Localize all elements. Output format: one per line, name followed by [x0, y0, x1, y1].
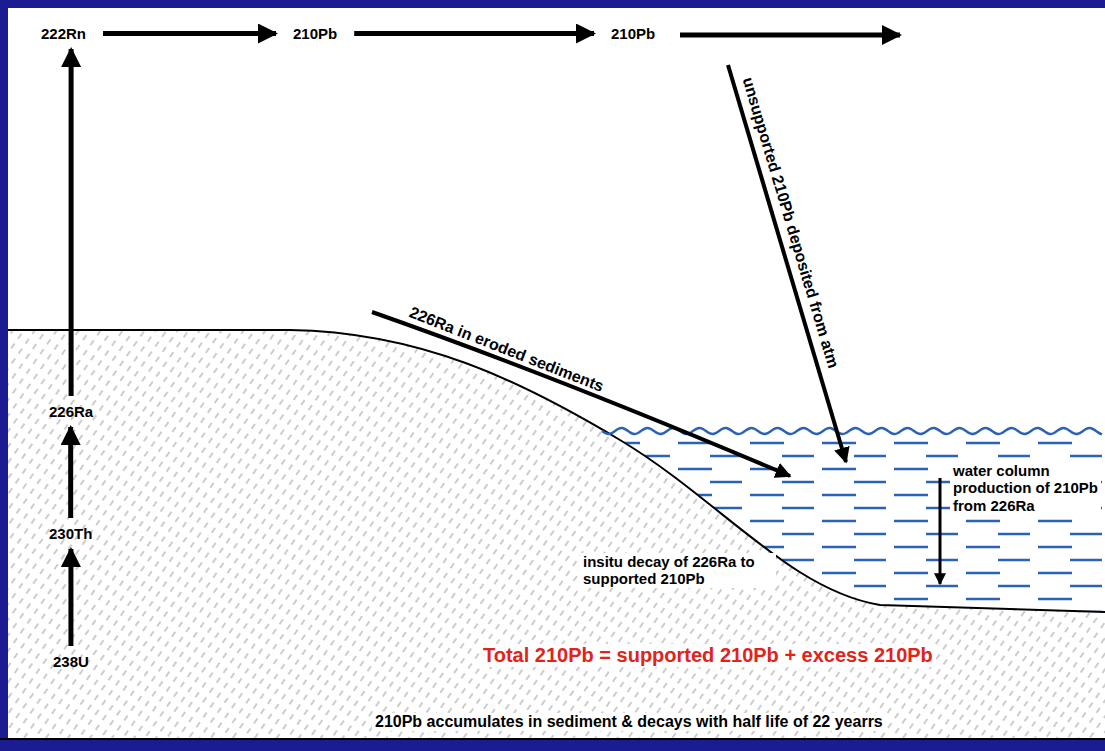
deposition-arrow — [728, 65, 846, 462]
isotope-label: 210Pb — [608, 24, 658, 43]
footnote: 210Pb accumulates in sediment & decays w… — [372, 713, 886, 731]
process-note: insitu decay of 226Ra to supported 210Pb — [580, 553, 776, 588]
isotope-name: 210Pb — [293, 25, 337, 42]
isotope-label: 210Pb — [290, 24, 340, 43]
isotope-name: 222Rn — [41, 25, 86, 42]
production-arrow — [939, 478, 942, 584]
isotope-name: 230Th — [49, 525, 92, 542]
isotope-label: 222Rn — [38, 24, 89, 43]
flow-arrow — [680, 33, 900, 38]
isotope-name: 238U — [53, 653, 89, 670]
isotope-name: 210Pb — [611, 25, 655, 42]
panel-edge — [0, 738, 1105, 740]
isotope-label: 230Th — [46, 524, 95, 543]
decay-arrow — [68, 549, 73, 646]
decay-arrow — [69, 49, 74, 396]
land-ground — [8, 330, 1105, 738]
isotope-label: 238U — [50, 652, 92, 671]
decay-arrow — [68, 427, 73, 518]
land-texture — [8, 330, 1105, 738]
isotope-label: 226Ra — [46, 402, 96, 421]
process-note: water column production of 210Pb from 22… — [950, 462, 1101, 514]
decay-arrow — [354, 31, 594, 36]
equation-note: Total 210Pb = supported 210Pb + excess 2… — [480, 644, 936, 667]
isotope-name: 226Ra — [49, 403, 93, 420]
decay-arrow — [103, 31, 276, 36]
erosion-arrow — [372, 312, 790, 476]
panel — [8, 8, 1105, 738]
